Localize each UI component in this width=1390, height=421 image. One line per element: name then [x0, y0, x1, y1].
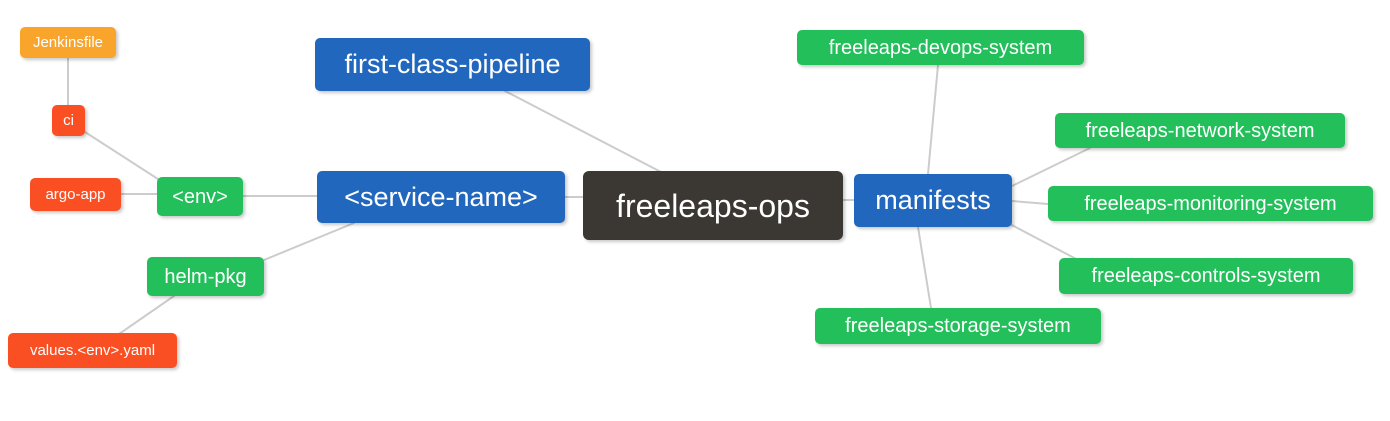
node-label: freeleaps-controls-system: [1091, 265, 1321, 287]
node-label: freeleaps-monitoring-system: [1084, 192, 1337, 215]
edge-manifests-devops-system: [927, 64, 939, 175]
edge-manifests-monitoring-system: [1011, 200, 1049, 205]
node-label: <env>: [172, 185, 228, 208]
node-manifests[interactable]: manifests: [854, 174, 1012, 227]
edge-manifests-network-system: [1011, 147, 1091, 187]
node-env[interactable]: <env>: [157, 177, 243, 216]
node-freeleaps-monitoring-system[interactable]: freeleaps-monitoring-system: [1048, 186, 1373, 221]
node-label: values.<env>.yaml: [29, 342, 156, 359]
node-helm-pkg[interactable]: helm-pkg: [147, 257, 264, 296]
node-jenkinsfile[interactable]: Jenkinsfile: [20, 27, 116, 58]
node-values-env-yaml[interactable]: values.<env>.yaml: [8, 333, 177, 368]
node-label: helm-pkg: [164, 265, 247, 288]
node-label: first-class-pipeline: [344, 49, 561, 79]
node-freeleaps-devops-system[interactable]: freeleaps-devops-system: [797, 30, 1084, 65]
node-service-name[interactable]: <service-name>: [317, 171, 565, 223]
node-freeleaps-controls-system[interactable]: freeleaps-controls-system: [1059, 258, 1353, 294]
edge-service-name-helm-pkg: [263, 222, 355, 261]
node-label: <service-name>: [344, 181, 538, 212]
node-ci[interactable]: ci: [52, 105, 85, 136]
node-label: Jenkinsfile: [32, 34, 104, 51]
node-label: freeleaps-storage-system: [845, 315, 1071, 337]
node-first-class-pipeline[interactable]: first-class-pipeline: [315, 38, 590, 91]
edge-manifests-controls-system: [1007, 222, 1081, 262]
node-freeleaps-network-system[interactable]: freeleaps-network-system: [1055, 113, 1345, 148]
node-label: freeleaps-network-system: [1085, 119, 1315, 142]
edge-manifests-storage-system: [917, 226, 932, 309]
node-label: freeleaps-ops: [616, 187, 810, 224]
node-freeleaps-storage-system[interactable]: freeleaps-storage-system: [815, 308, 1101, 344]
edge-ci-env: [84, 131, 162, 182]
node-freeleaps-ops[interactable]: freeleaps-ops: [583, 171, 843, 240]
node-label: freeleaps-devops-system: [828, 36, 1053, 59]
node-argo-app[interactable]: argo-app: [30, 178, 121, 211]
edge-first-class-pipeline-root: [504, 90, 662, 173]
node-label: argo-app: [45, 186, 106, 203]
node-label: manifests: [875, 185, 991, 215]
node-label: ci: [63, 112, 74, 129]
edge-helm-pkg-values-env-yaml: [118, 295, 175, 335]
